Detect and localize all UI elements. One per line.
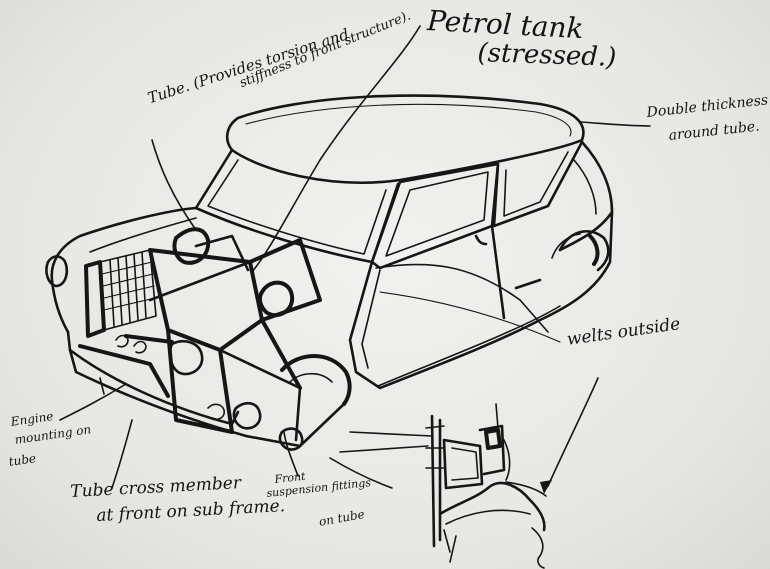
body-side (348, 210, 614, 390)
lower-subframe (68, 348, 346, 448)
roof-outline (225, 94, 585, 184)
front-end (45, 206, 240, 426)
windscreen-outline (194, 148, 400, 264)
side-windows (370, 140, 614, 270)
engine-bay-tubes (78, 227, 322, 451)
section-detail (339, 403, 547, 569)
note-petrol-tank-stressed: (stressed.) (477, 38, 617, 73)
note-petrol-tank: Petrol tank (426, 4, 585, 46)
front-wheel-arch (280, 354, 352, 406)
leader-lines (59, 25, 651, 494)
rear-wheel-arch (551, 229, 610, 272)
